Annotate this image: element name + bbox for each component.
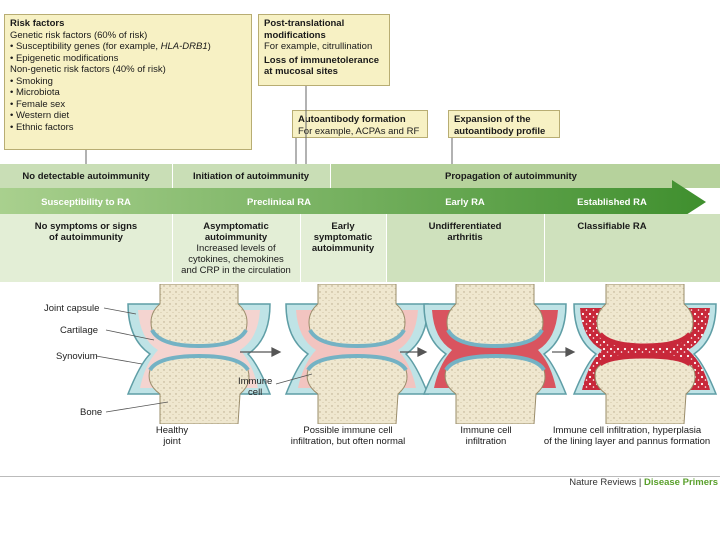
autoantibody-box: Autoantibody formation For example, ACPA… [292,110,428,138]
joint-established-ra [572,284,718,424]
row3-divider [172,214,173,282]
cell-line: Asymptomatic [203,221,269,232]
row1-divider [330,164,331,188]
stage-early-ra: Early RA [445,197,485,208]
journal-credit: Nature Reviews | Disease Primers [480,477,718,489]
propagation-of-autoimmunity: Propagation of autoimmunity [445,171,577,182]
credit-separator: | [636,477,645,488]
label-bone: Bone [80,407,103,418]
autoantibody-example: For example, ACPAs and RF [298,125,420,137]
caption-line: joint [163,436,181,447]
label-cartilage: Cartilage [60,325,99,336]
row3-divider [300,214,301,282]
connector-lines [85,86,453,164]
credit-series: Disease Primers [644,477,718,488]
risk-line: • Microbiota [10,87,60,98]
caption-line: Healthy [155,425,189,436]
joint-preclinical [284,284,430,424]
undifferentiated-arthritis-cell: Undifferentiated arthritis [386,221,544,243]
ptm-loss: Loss of immunetolerance [264,54,380,66]
stage-susceptibility: Susceptibility to RA [41,197,131,208]
risk-line: • Susceptibility genes (for example, HLA… [10,41,211,52]
risk-factors-box: Risk factors Genetic risk factors (60% o… [4,14,252,150]
credit-journal: Nature Reviews [569,477,637,488]
ptm-example: For example, citrullination [264,41,373,52]
risk-line: • Smoking [10,75,53,87]
stage-preclinical: Preclinical RA [247,197,311,208]
caption-line: Immune cell infiltration, hyperplasia [552,425,702,436]
expansion-title: autoantibody profile [454,125,546,137]
no-symptoms-cell: No symptoms or signs of autoimmunity [0,221,172,243]
no-detectable-autoimmunity: No detectable autoimmunity [22,171,150,182]
row3-shade [386,214,720,282]
classifiable-ra-cell: Classifiable RA [544,221,680,232]
cell-line: Undifferentiated [428,221,502,232]
cell-line: Classifiable RA [577,221,647,232]
cell-line: Early [331,221,355,232]
caption-line: infiltration [465,436,507,447]
label-line: cell [248,387,263,398]
label-synovium: Synovium [56,351,98,362]
ptm-box: Post-translational modifications For exa… [258,14,390,86]
gene-name: HLA-DRB1 [160,41,208,52]
caption-infiltration: Immune cell infiltration [436,425,536,447]
label-joint-capsule: Joint capsule [44,303,100,314]
caption-healthy-joint: Healthy joint [132,425,212,447]
row3-divider [386,214,387,282]
joint-healthy [126,284,272,424]
caption-line: of the lining layer and pannus formation [543,436,711,447]
ptm-title: Post-translational [264,18,345,29]
asymptomatic-cell: Asymptomatic autoimmunity Increased leve… [172,221,300,276]
row3-divider [544,214,545,282]
expansion-box: Expansion of the autoantibody profile [448,110,560,138]
leader-lines [95,307,313,413]
early-symptomatic-cell: Early symptomatic autoimmunity [300,221,386,254]
cell-line: Increased levels of [196,243,276,254]
ptm-loss: at mucosal sites [264,66,338,77]
cell-line: No symptoms or signs [34,221,138,232]
cell-line: autoimmunity [311,243,375,254]
risk-line: • Ethnic factors [10,121,74,133]
row1-divider [172,164,173,188]
joint-early-ra [422,284,568,424]
joint-illustrations [95,284,718,424]
risk-line: Genetic risk factors (60% of risk) [10,29,148,41]
risk-line: • Epigenetic modifications [10,52,119,64]
caption-possible-infiltration: Possible immune cell infiltration, but o… [278,425,418,447]
ptm-title: modifications [264,29,326,41]
caption-hyperplasia: Immune cell infiltration, hyperplasia of… [534,425,720,447]
cell-line: of autoimmunity [49,232,123,243]
risk-line: • Female sex [10,98,66,110]
cell-line: and CRP in the circulation [181,265,291,276]
risk-line: • Western diet [10,110,70,121]
timeline-arrow [0,180,706,224]
caption-line: Possible immune cell [303,425,393,436]
progression-arrows [240,347,576,357]
cell-line: cytokines, chemokines [188,254,284,265]
expansion-title: Expansion of the [454,114,531,125]
caption-line: infiltration, but often normal [290,436,406,447]
cell-line: symptomatic [313,232,373,243]
footer-rule [0,476,720,477]
cell-line: arthritis [447,232,483,243]
cell-line: autoimmunity [204,232,268,243]
autoantibody-title: Autoantibody formation [298,114,406,125]
risk-line: Non-genetic risk factors (40% of risk) [10,64,166,75]
initiation-of-autoimmunity: Initiation of autoimmunity [192,171,310,182]
stage-established-ra: Established RA [577,197,647,208]
label-line: Immune [238,376,273,387]
risk-factors-title: Risk factors [10,18,65,29]
row1-shade [331,164,720,188]
caption-line: Immune cell [460,425,512,436]
label-immune-cell: Immune cell [238,376,272,398]
